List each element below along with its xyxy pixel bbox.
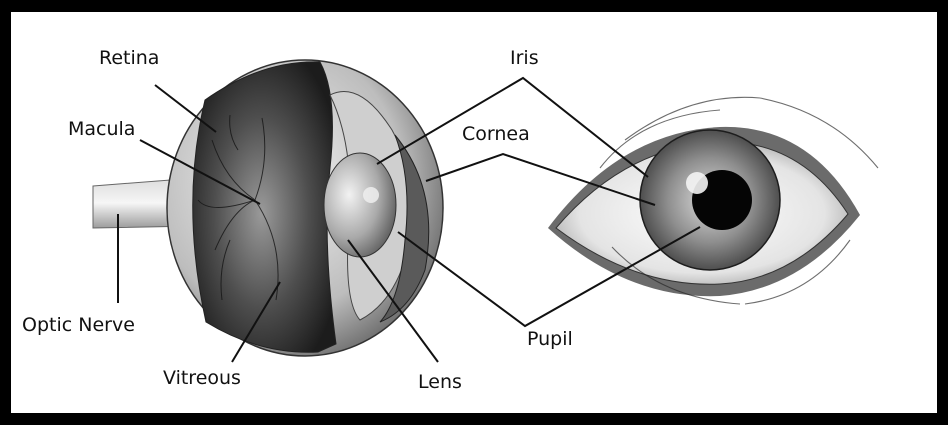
label-lens: Lens: [418, 373, 462, 392]
label-retina: Retina: [99, 49, 159, 68]
label-macula: Macula: [68, 120, 135, 139]
label-optic-nerve: Optic Nerve: [22, 316, 135, 335]
label-iris: Iris: [510, 49, 539, 68]
label-cornea: Cornea: [462, 125, 530, 144]
label-vitreous: Vitreous: [163, 369, 241, 388]
exterior-eye: [548, 97, 878, 304]
label-pupil: Pupil: [527, 330, 573, 349]
